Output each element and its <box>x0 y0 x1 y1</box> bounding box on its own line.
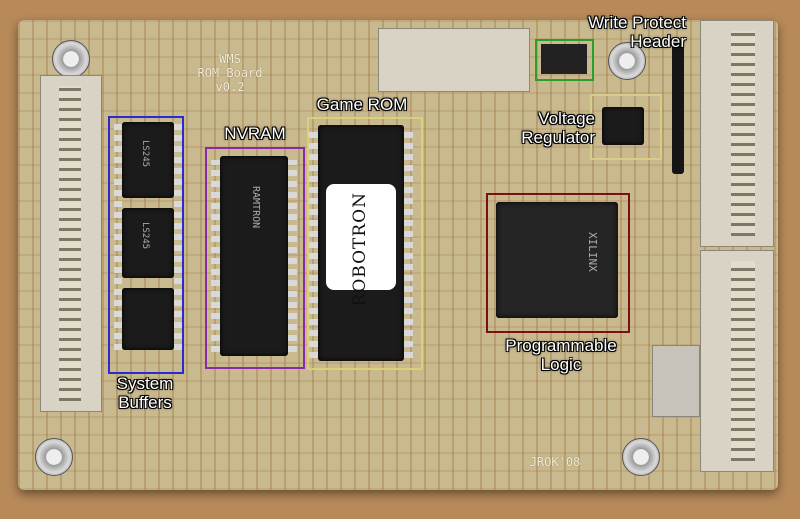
right-connector-top <box>700 20 774 247</box>
logic-brand-text: XILINX <box>586 232 599 272</box>
programmable-logic-label: Programmable Logic <box>486 336 636 374</box>
programmable-logic-label-line: Logic <box>540 355 582 374</box>
game-rom-label: Game ROM <box>316 95 408 114</box>
mounting-screw-bottom-right <box>622 438 660 476</box>
buffer-chip-2-text: LS245 <box>140 222 150 250</box>
programmable-logic-box <box>486 193 630 333</box>
right-bottom-pins <box>731 261 755 461</box>
buffer-pins-left <box>114 122 122 350</box>
buffer-chip-2: LS245 <box>122 208 174 278</box>
system-buffers-box <box>108 116 184 374</box>
write-protect-label: Write Protect Header <box>556 13 686 51</box>
nvram-box <box>205 147 305 369</box>
nvram-pins-right <box>288 160 297 352</box>
voltage-regulator-label: Voltage Regulator <box>505 109 595 147</box>
buffer-chip-3 <box>122 288 174 350</box>
nvram-chip: RAMTRON <box>220 156 288 356</box>
system-buffers-label-line: Buffers <box>118 393 172 412</box>
nvram-pins-left <box>211 160 220 352</box>
buffer-pins-right <box>174 122 182 350</box>
voltage-regulator-box <box>590 94 662 160</box>
silkscreen-title-line: v0.2 <box>215 80 245 94</box>
silkscreen-title: WMS ROM Board v0.2 <box>180 52 280 94</box>
write-protect-box <box>535 39 594 81</box>
left-ribbon-header <box>40 75 102 412</box>
seven-segment-display <box>652 345 700 417</box>
silkscreen-title-line: ROM Board <box>197 66 263 80</box>
mounting-screw-top-left <box>52 40 90 78</box>
voltage-regulator-label-line: Voltage <box>538 109 595 128</box>
top-power-connector <box>378 28 530 92</box>
silkscreen-credit: JROK'08 <box>529 455 581 469</box>
right-top-pins <box>731 31 755 236</box>
voltage-regulator-chip <box>602 107 644 145</box>
mounting-screw-top-right <box>608 42 646 80</box>
system-buffers-label-line: System <box>116 374 174 393</box>
game-rom-box <box>307 117 423 370</box>
rom-label-sticker: ROBOTRON <box>326 184 396 306</box>
voltage-regulator-label-line: Regulator <box>521 128 595 147</box>
nvram-brand-text: RAMTRON <box>250 186 261 229</box>
rom-pins-right <box>404 128 413 358</box>
rom-pins-left <box>309 128 318 358</box>
programmable-logic-chip: XILINX <box>496 202 618 318</box>
right-connector-bottom <box>700 250 774 472</box>
system-buffers-label: System Buffers <box>100 374 190 412</box>
nvram-label: NVRAM <box>224 124 286 143</box>
buffer-chip-1-text: LS245 <box>140 140 150 168</box>
write-protect-label-line: Header <box>630 32 686 51</box>
programmable-logic-label-line: Programmable <box>505 336 617 355</box>
write-protect-label-line: Write Protect <box>588 13 686 32</box>
black-pin-header <box>672 42 684 174</box>
write-protect-pins <box>541 44 587 74</box>
silkscreen-title-line: WMS <box>219 52 241 66</box>
left-header-pins <box>59 86 81 401</box>
mounting-screw-bottom-left <box>35 438 73 476</box>
buffer-chip-1: LS245 <box>122 122 174 198</box>
